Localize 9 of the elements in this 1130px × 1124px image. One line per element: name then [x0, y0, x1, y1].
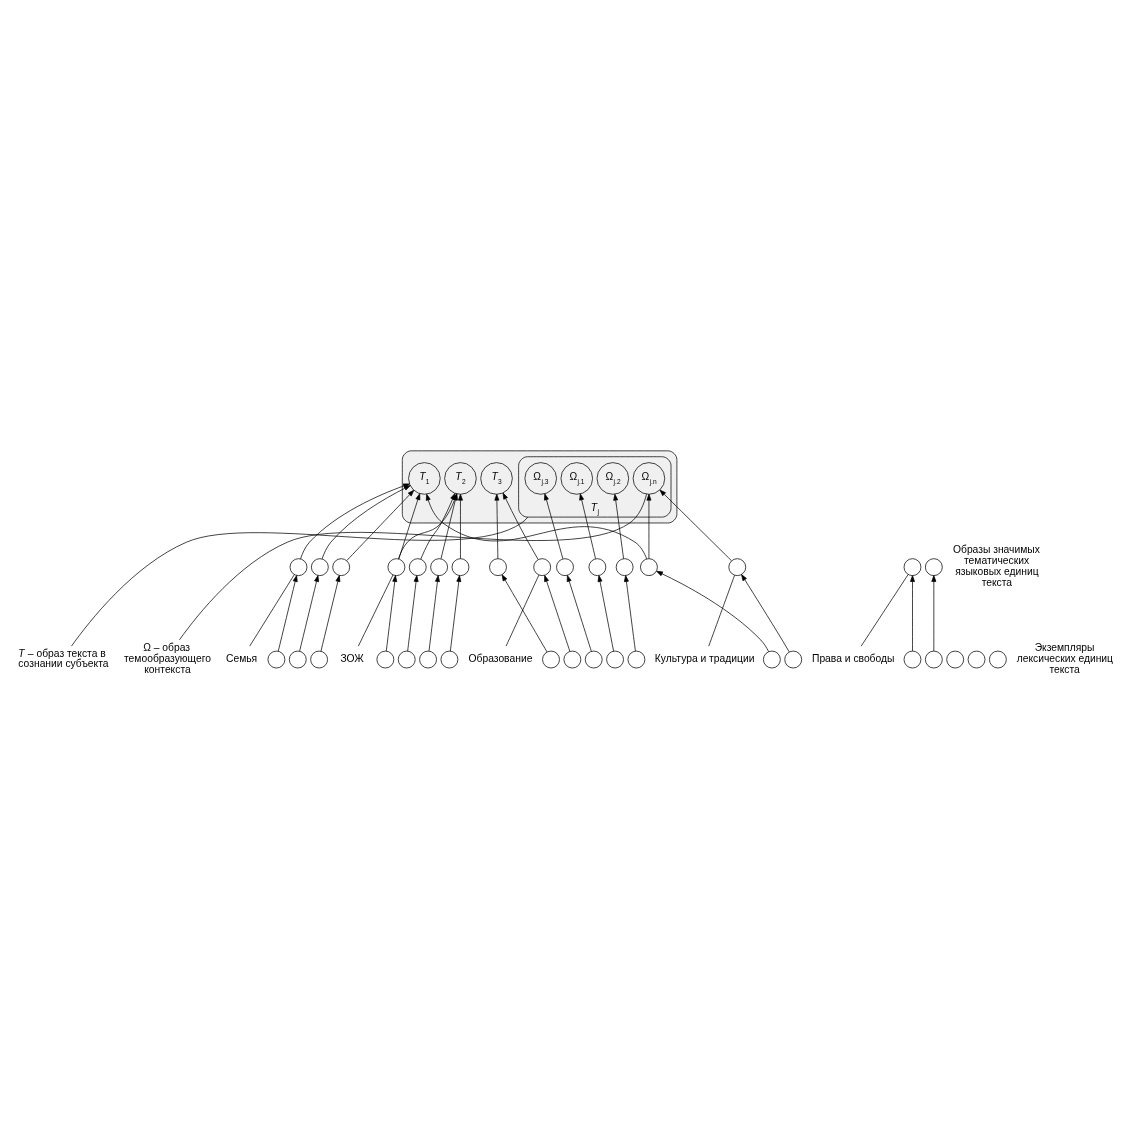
label: Образы значимых тематических языковых единиц текста: [952, 544, 1040, 589]
node-text: Образование: [468, 653, 533, 665]
node-text: Культура и традиции: [654, 653, 755, 665]
label: Экземпляры лексических единиц текста: [1016, 642, 1114, 676]
node-text: Семья: [225, 653, 258, 665]
node-text: ЗОЖ: [340, 653, 364, 665]
node-text: Ω – образ темообразующего контекста: [124, 642, 211, 676]
node-text: Права и свободы: [811, 653, 895, 665]
node-text: T – образ текста в сознании субъекта: [18, 647, 109, 670]
